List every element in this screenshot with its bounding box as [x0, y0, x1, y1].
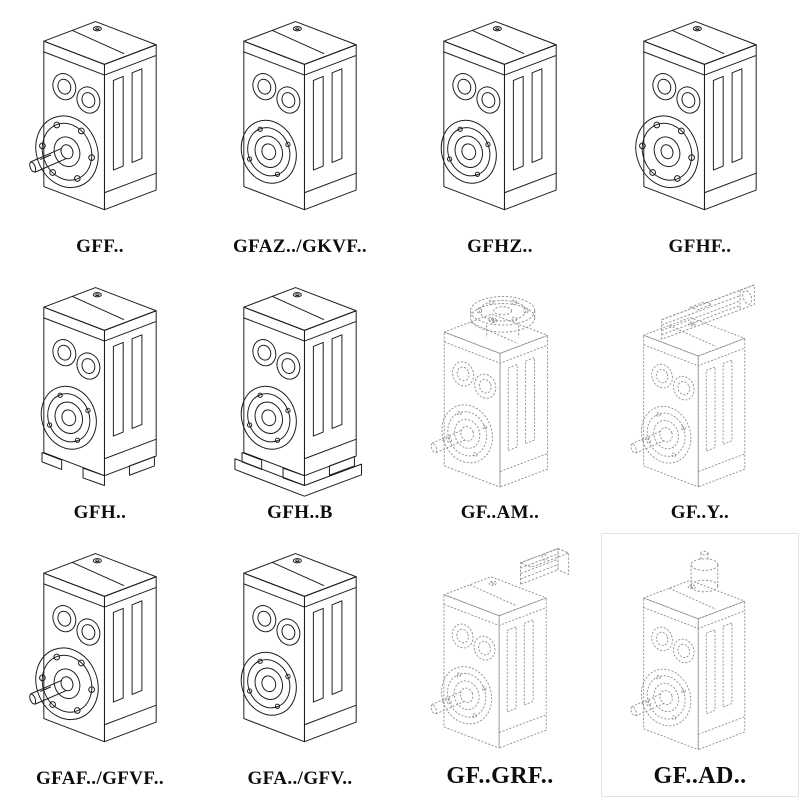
gearbox-drawing-flange-shaft [25, 21, 157, 211]
gearbox-drawing-foot-base [231, 287, 363, 497]
catalog-cell: GFA../GFV.. [200, 532, 400, 798]
gearbox-drawing-input-housing [429, 548, 570, 749]
model-label: GF..AM.. [460, 502, 540, 523]
model-label: GF..AD.. [653, 763, 747, 789]
gearbox-drawing-hollow-bore [431, 21, 557, 211]
catalog-cell: GFH..B [200, 266, 400, 532]
model-label: GF..GRF.. [446, 763, 554, 789]
catalog-cell: GFF.. [0, 0, 200, 266]
gearbox-drawing-input-adapter [629, 550, 746, 751]
catalog-cell: GF..AD.. [600, 532, 800, 798]
model-label: GFH.. [73, 502, 127, 523]
model-label: GFAZ../GKVF.. [233, 236, 367, 257]
gearbox-drawing-hollow-bore [231, 21, 357, 211]
model-label: GFAF../GFVF.. [35, 768, 164, 789]
model-label: GFHZ.. [467, 236, 533, 257]
model-label: GFF.. [76, 236, 124, 257]
catalog-cell: GFH.. [0, 266, 200, 532]
catalog-cell: GFAF../GFVF.. [0, 532, 200, 798]
gearbox-drawing-with-motor [629, 284, 755, 488]
catalog-cell: GFHF.. [600, 0, 800, 266]
gearbox-drawing-flange [625, 21, 757, 211]
gearbox-drawing-flange-shaft [25, 553, 157, 743]
catalog-cell: GF..AM.. [400, 266, 600, 532]
catalog-cell: GF..Y.. [600, 266, 800, 532]
model-label: GFH..B [267, 502, 333, 523]
catalog-cell: GFHZ.. [400, 0, 600, 266]
catalog-cell: GF..GRF.. [400, 532, 600, 798]
catalog-cell: GFAZ../GKVF.. [200, 0, 400, 266]
model-label: GFA../GFV.. [247, 768, 353, 789]
gearbox-drawing-foot-mounted [31, 287, 157, 487]
model-label: GF..Y.. [670, 502, 730, 523]
model-label: GFHF.. [668, 236, 732, 257]
gearbox-drawing-hollow-bore [231, 553, 357, 743]
gearbox-drawing-top-flange-adapter [429, 296, 549, 488]
